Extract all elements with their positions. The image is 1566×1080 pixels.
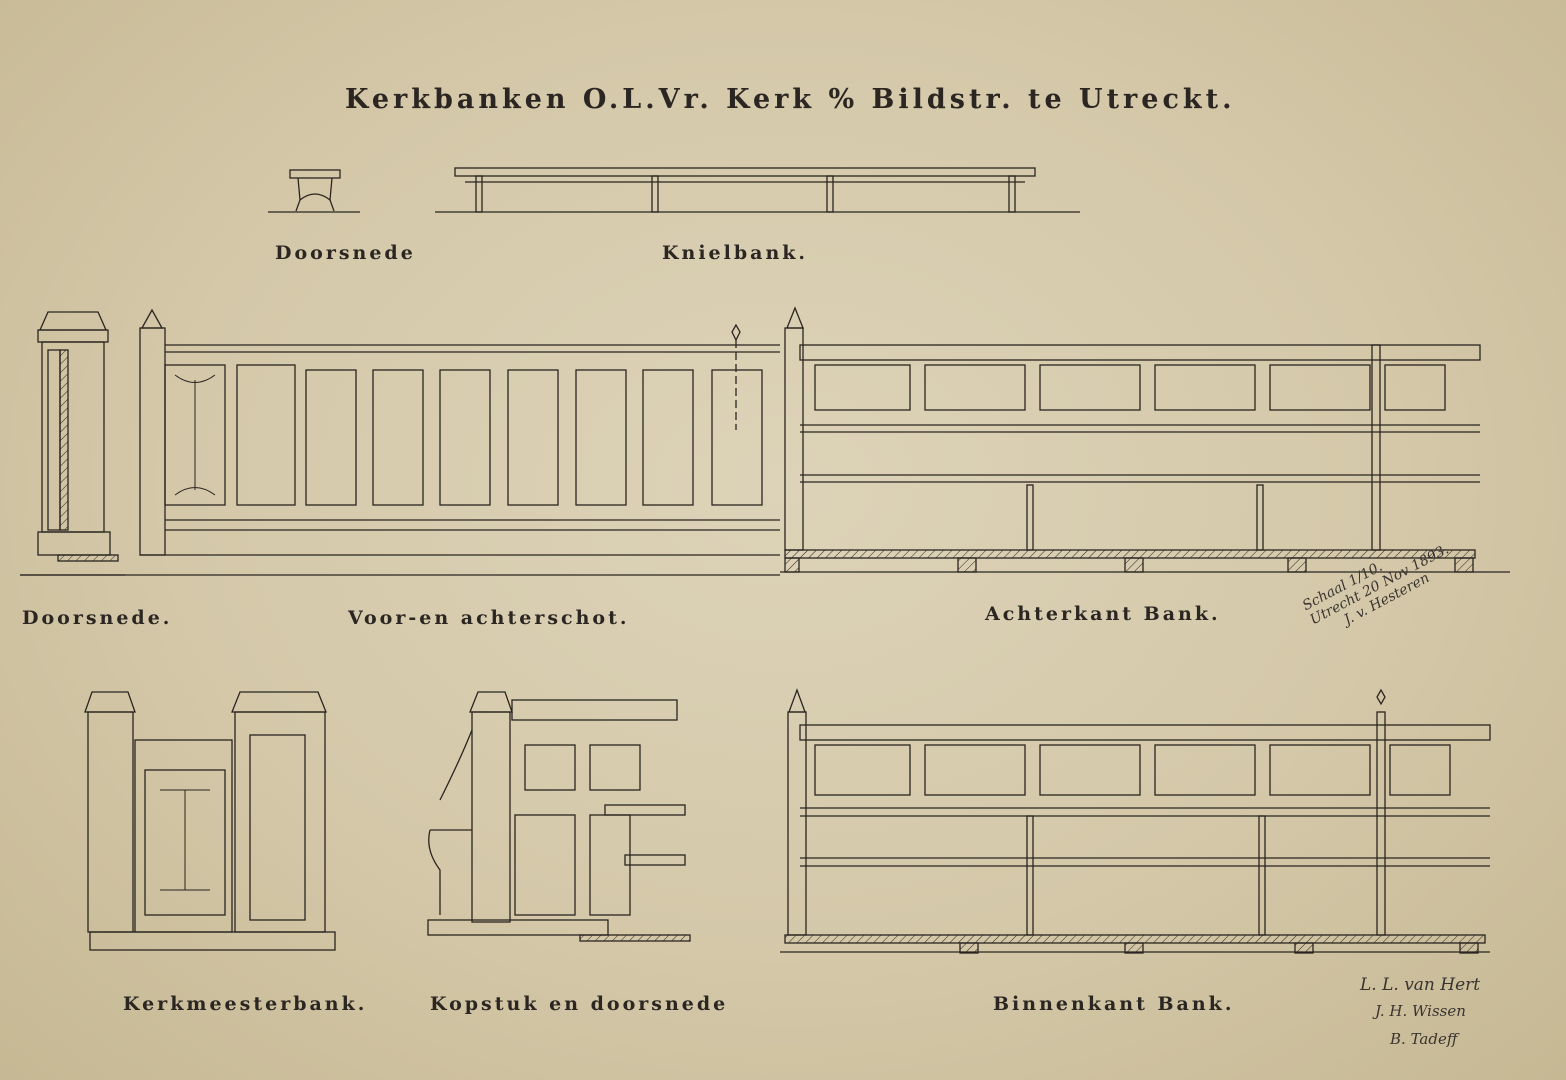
achterkant-bank-elevation — [780, 306, 1510, 573]
knielbank-section — [268, 169, 360, 213]
label-doorsnede: Doorsnede. — [22, 607, 173, 629]
signature-3: B. Tadeff — [1390, 1030, 1458, 1048]
label-achterkant-bank: Achterkant Bank. — [985, 603, 1221, 625]
label-binnenkant-bank: Binnenkant Bank. — [993, 993, 1235, 1015]
kopstuk-elevation — [427, 691, 691, 942]
signature-2: J. H. Wissen — [1375, 1002, 1466, 1020]
label-kerkmeesterbank: Kerkmeesterbank. — [123, 993, 368, 1015]
signature-1: L. L. van Hert — [1360, 975, 1481, 995]
voor-en-achterschot-elevation — [20, 308, 780, 576]
drawing-title: Kerkbanken O.L.Vr. Kerk % Bildstr. te Ut… — [345, 84, 1236, 115]
label-knielbank: Knielbank. — [662, 242, 809, 264]
knielbank-elevation — [435, 167, 1080, 213]
label-kopstuk: Kopstuk en doorsnede — [430, 993, 729, 1015]
label-voor-en-achterschot: Voor-en achterschot. — [348, 607, 630, 629]
kerkmeesterbank-elevation — [84, 691, 336, 951]
label-doorsnede-knielbank: Doorsnede — [275, 242, 416, 264]
doorsnede-section — [20, 311, 125, 576]
binnenkant-bank-elevation — [780, 688, 1491, 954]
